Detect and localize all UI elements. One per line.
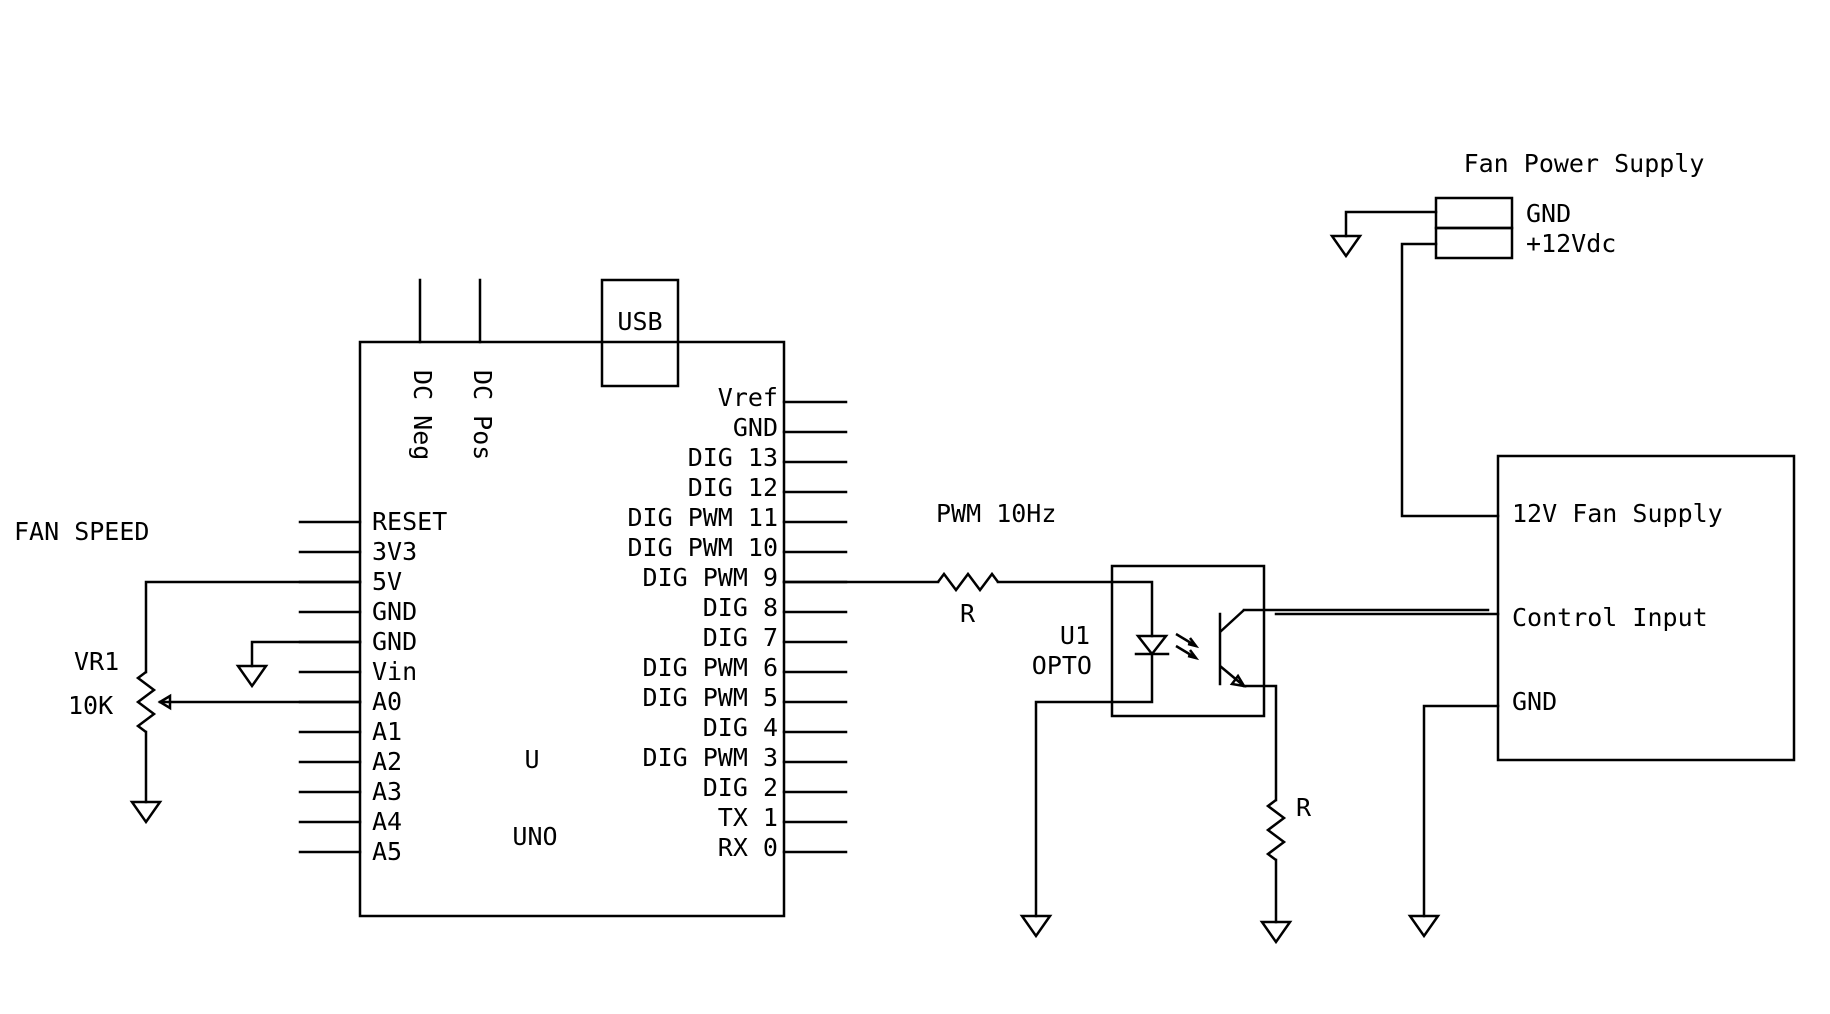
pin-label: A4 bbox=[372, 807, 402, 836]
pin-label: DIG PWM 10 bbox=[627, 533, 778, 562]
pin-label: GND bbox=[372, 597, 417, 626]
u-model-label: UNO bbox=[512, 822, 557, 851]
emitter-resistor: R bbox=[1259, 793, 1312, 945]
pin-label: DIG 8 bbox=[703, 593, 778, 622]
pin-label: RESET bbox=[372, 507, 447, 536]
ground-icon bbox=[1407, 914, 1441, 939]
ground-icon bbox=[1259, 920, 1293, 945]
pin-label: GND bbox=[733, 413, 778, 442]
ground-icon bbox=[129, 800, 163, 825]
pin-label: DIG PWM 3 bbox=[643, 743, 778, 772]
u-ref-label: U bbox=[524, 745, 539, 774]
pin-label: Vref bbox=[718, 383, 778, 412]
pin-label: DIG 4 bbox=[703, 713, 778, 742]
pwm-frequency-label: PWM 10Hz bbox=[936, 499, 1056, 528]
connector-gnd-label: GND bbox=[1526, 199, 1571, 228]
pin-label: RX 0 bbox=[718, 833, 778, 862]
usb-label: USB bbox=[617, 307, 662, 336]
control-input-label: Control Input bbox=[1512, 603, 1708, 632]
pin-label: 5V bbox=[372, 567, 402, 596]
resistor-label: R bbox=[960, 599, 976, 628]
arduino-uno: USB DC Neg DC Pos U UNO RESET 3V3 5V GND… bbox=[298, 278, 848, 918]
pin-label: GND bbox=[372, 627, 417, 656]
pin-label: DIG PWM 5 bbox=[643, 683, 778, 712]
pin-label: A3 bbox=[372, 777, 402, 806]
dc-pos-label: DC Pos bbox=[468, 370, 497, 460]
pin-label: DIG PWM 6 bbox=[643, 653, 778, 682]
pin-label: 3V3 bbox=[372, 537, 417, 566]
fan-gnd-label: GND bbox=[1512, 687, 1557, 716]
pin-label: DIG 7 bbox=[703, 623, 778, 652]
vr1-label: VR1 bbox=[74, 647, 119, 676]
pin-label: DIG PWM 11 bbox=[627, 503, 778, 532]
pin-label: A0 bbox=[372, 687, 402, 716]
potentiometer-vr1: FAN SPEED VR1 10K bbox=[14, 517, 362, 825]
dc-neg-label: DC Neg bbox=[408, 370, 437, 460]
pin-label: Vin bbox=[372, 657, 417, 686]
fan-power-supply-label: Fan Power Supply bbox=[1464, 149, 1705, 178]
u1-label: U1 bbox=[1060, 621, 1090, 650]
pwm-resistor: PWM 10Hz R bbox=[782, 499, 1154, 638]
fan-power-supply-connector: Fan Power Supply GND +12Vdc bbox=[1329, 149, 1705, 518]
fan-speed-label: FAN SPEED bbox=[14, 517, 149, 546]
fan-supply-12v-label: 12V Fan Supply bbox=[1512, 499, 1723, 528]
resistor-label: R bbox=[1296, 793, 1312, 822]
ground-icon bbox=[235, 664, 269, 689]
ground-icon bbox=[1019, 914, 1053, 939]
pin-label: DIG PWM 9 bbox=[643, 563, 778, 592]
pin-label: A5 bbox=[372, 837, 402, 866]
pin-label: DIG 13 bbox=[688, 443, 778, 472]
usb-connector bbox=[600, 278, 680, 388]
connector-12v-label: +12Vdc bbox=[1526, 229, 1616, 258]
pin-label: DIG 2 bbox=[703, 773, 778, 802]
right-pins: Vref GND DIG 13 DIG 12 DIG PWM 11 DIG PW… bbox=[627, 383, 848, 862]
pin-label: DIG 12 bbox=[688, 473, 778, 502]
pin-label: A1 bbox=[372, 717, 402, 746]
pin-label: TX 1 bbox=[718, 803, 778, 832]
led-icon bbox=[1135, 634, 1169, 657]
optocoupler-u1: U1 OPTO bbox=[1019, 564, 1490, 939]
left-pins: RESET 3V3 5V GND GND Vin A0 A1 A2 A3 A4 … bbox=[298, 507, 447, 866]
pin-label: A2 bbox=[372, 747, 402, 776]
opto-label: OPTO bbox=[1032, 651, 1092, 680]
vr1-value-label: 10K bbox=[68, 691, 113, 720]
ground-icon bbox=[1329, 234, 1363, 259]
fan-supply-block: 12V Fan Supply Control Input GND bbox=[1274, 454, 1796, 939]
